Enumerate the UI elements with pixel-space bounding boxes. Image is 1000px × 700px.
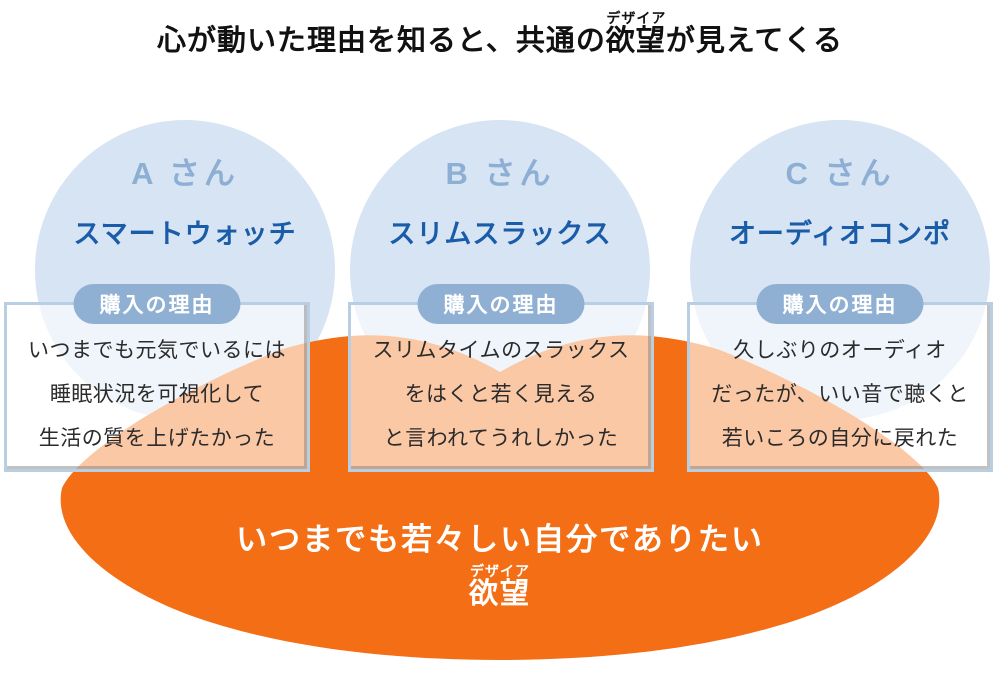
diagram-title: 心が動いた理由を知ると、共通の欲望デザイアが見えてくる: [0, 10, 1000, 59]
reason-text-c: 久しぶりのオーディオ だったが、いい音で聴くと 若いころの自分に戻れた: [690, 329, 990, 461]
title-ruby-furigana: デザイア: [605, 10, 666, 26]
person-a-label: A さん: [131, 156, 239, 191]
product-c-label: オーディオコンポ: [728, 219, 952, 249]
reason-line: だったが、いい音で聴くと: [711, 383, 969, 406]
title-suffix: が見えてくる: [665, 25, 843, 57]
product-b-label: スリムスラックス: [388, 219, 612, 249]
reason-badge-b: 購入の理由: [417, 284, 585, 324]
reason-badge-a: 購入の理由: [73, 284, 241, 324]
desire-word: デザイア 欲望: [0, 563, 1000, 611]
reason-line: 久しぶりのオーディオ: [733, 339, 947, 362]
desire-statement: いつまでも若々しい自分でありたい: [236, 522, 764, 557]
reason-card-a: 購入の理由 いつまでも元気でいるには 睡眠状況を可視化して 生活の質を上げたかっ…: [4, 284, 310, 472]
reason-line: 生活の質を上げたかった: [38, 427, 276, 450]
reason-line: いつまでも元気でいるには: [28, 339, 286, 362]
desire-word-base: 欲望: [468, 578, 531, 611]
reason-line: と言われてうれしかった: [383, 427, 619, 450]
reason-text-b: スリムタイムのスラックス をはくと若く見える と言われてうれしかった: [351, 329, 651, 461]
title-ruby: 欲望デザイア: [605, 10, 666, 57]
reason-badge-c: 購入の理由: [756, 284, 924, 324]
reason-card-c: 購入の理由 久しぶりのオーディオ だったが、いい音で聴くと 若いころの自分に戻れ…: [687, 284, 993, 472]
reason-text-a: いつまでも元気でいるには 睡眠状況を可視化して 生活の質を上げたかった: [7, 329, 307, 461]
person-b-label: B さん: [445, 156, 555, 191]
reason-line: をはくと若く見える: [404, 383, 598, 406]
title-prefix: 心が動いた理由を知ると、共通の: [157, 25, 606, 57]
reason-line: 若いころの自分に戻れた: [721, 427, 959, 450]
product-a-label: スマートウォッチ: [73, 219, 297, 249]
reason-card-b: 購入の理由 スリムタイムのスラックス をはくと若く見える と言われてうれしかった: [348, 284, 654, 472]
desire-word-furigana: デザイア: [470, 563, 530, 579]
reason-line: 睡眠状況を可視化して: [49, 383, 265, 406]
title-ruby-base: 欲望: [605, 25, 666, 57]
person-c-label: C さん: [785, 156, 895, 191]
reason-line: スリムタイムのスラックス: [372, 339, 630, 362]
